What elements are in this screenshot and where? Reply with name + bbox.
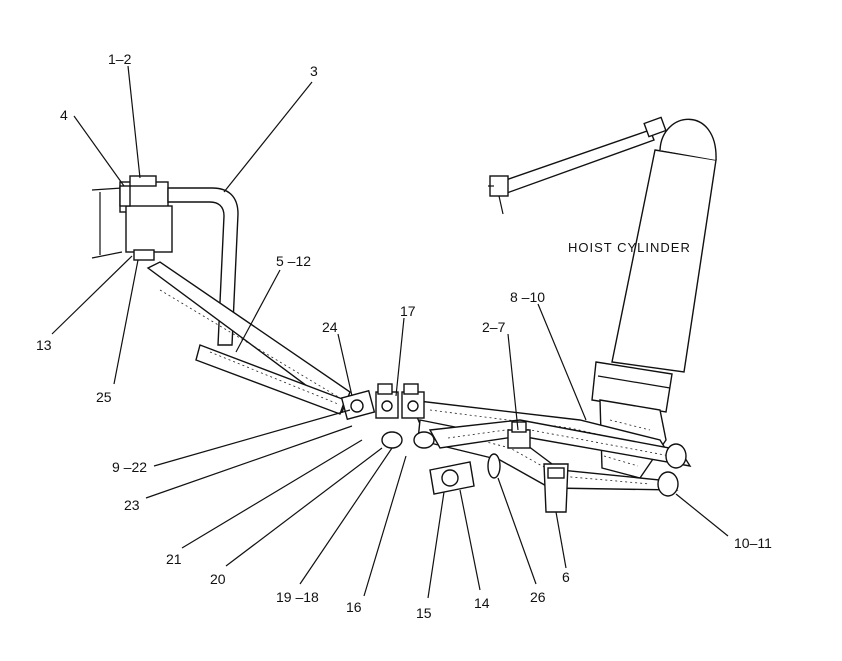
callout-17: 17 (400, 303, 416, 319)
hoist-cylinder-label: HOIST CYLINDER (568, 240, 691, 255)
hoist-cylinder (591, 118, 717, 479)
callout-9-22: 9 –22 (112, 459, 147, 475)
callout-15: 15 (416, 605, 432, 621)
callout-3: 3 (310, 63, 318, 79)
callout-26: 26 (530, 589, 546, 605)
callout-5-12: 5 –12 (276, 253, 311, 269)
callout-16: 16 (346, 599, 362, 615)
callout-6: 6 (562, 569, 570, 585)
hose-bundle (146, 261, 692, 497)
callout-13: 13 (36, 337, 52, 353)
callout-14: 14 (474, 595, 490, 611)
upper-rod-line (488, 116, 667, 215)
callout-19-18: 19 –18 (276, 589, 319, 605)
callout-25: 25 (96, 389, 112, 405)
callout-labels: 1–2 3 4 13 25 5 –12 24 17 2–7 8 –10 9 –2… (36, 51, 772, 621)
callout-1-2: 1–2 (108, 51, 132, 67)
callout-23: 23 (124, 497, 140, 513)
callout-21: 21 (166, 551, 182, 567)
fittings-cluster (340, 383, 569, 513)
callout-2-7: 2–7 (482, 319, 506, 335)
callout-10-11: 10–11 (734, 535, 772, 551)
callout-24: 24 (322, 319, 338, 335)
callout-4: 4 (60, 107, 68, 123)
callout-20: 20 (210, 571, 226, 587)
callout-8-10: 8 –10 (510, 289, 545, 305)
control-valve (91, 175, 173, 261)
leader-lines (51, 65, 729, 599)
